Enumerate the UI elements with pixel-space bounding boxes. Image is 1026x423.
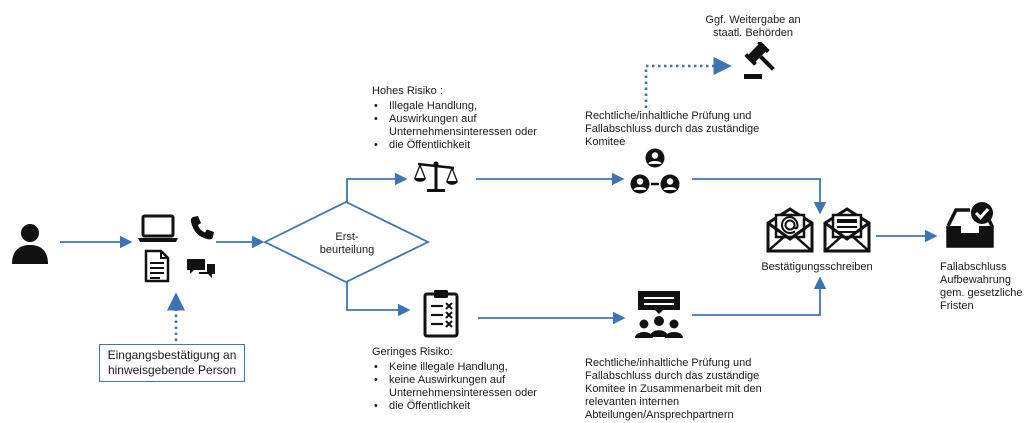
authorities-line1: Ggf. Weitergabe an: [705, 14, 801, 26]
decision-label-line2: beurteilung: [319, 244, 375, 256]
low-risk-item: keine Auswirkungen auf Unternehmensinter…: [372, 374, 572, 400]
high-risk-item: die Öffentlichkeit: [372, 139, 572, 152]
low-risk-title: Geringes Risiko:: [372, 346, 453, 358]
document-icon: [144, 249, 170, 283]
phone-icon: [190, 216, 214, 240]
arrow-decision-to-low: [346, 280, 411, 317]
decision-label-line1: Erst-: [335, 231, 359, 243]
mail-letter-icon: [823, 207, 871, 253]
confirmation-label: Bestätigungsschreiben: [761, 261, 873, 273]
high-risk-item: Auswirkungen auf Unternehmensinteressen …: [372, 113, 572, 139]
committee-icon: [630, 148, 680, 194]
low-risk-item: Keine illegale Handlung,: [372, 361, 572, 374]
mail-at-icon: [766, 207, 814, 253]
arrow-meeting-to-mail: [692, 276, 827, 316]
review-low-text: Rechtliche/inhaltliche Prüfung und Falla…: [585, 357, 762, 421]
arrow-committee-to-mail: [692, 178, 827, 215]
clipboard-icon: [423, 290, 459, 338]
receipt-confirmation-box: Eingangsbestätigung an hinweisgebende Pe…: [99, 344, 245, 382]
closure-label: Fallabschluss Aufbewahrung gem. gesetzli…: [940, 261, 1023, 312]
high-risk-item: Illegale Handlung,: [372, 100, 572, 113]
scales-icon: [414, 161, 458, 192]
low-risk-description: Geringes Risiko: Keine illegale Handlung…: [372, 346, 572, 413]
review-high-text: Rechtliche/inhaltliche Prüfung und Falla…: [585, 110, 760, 148]
authorities-label: Ggf. Weitergabe an staatl. Behörden: [693, 14, 813, 40]
chat-icon: [187, 259, 215, 278]
inbox-check-icon: [946, 202, 994, 248]
high-risk-description: Hohes Risiko : Illegale Handlung, Auswir…: [372, 85, 572, 152]
arrow-decision-to-high: [346, 172, 408, 204]
laptop-icon: [138, 214, 178, 242]
meeting-icon: [635, 291, 683, 338]
person-icon: [12, 224, 48, 264]
decision-label: Erst- beurteilung: [306, 231, 388, 257]
low-risk-item: die Öffentlichkeit: [372, 400, 572, 413]
authorities-line2: staatl. Behörden: [712, 27, 794, 39]
arrow-dotted-authorities: [644, 56, 732, 108]
decision-diamond: [262, 200, 431, 284]
gavel-icon: [744, 42, 775, 79]
high-risk-title: Hohes Risiko :: [372, 85, 443, 97]
